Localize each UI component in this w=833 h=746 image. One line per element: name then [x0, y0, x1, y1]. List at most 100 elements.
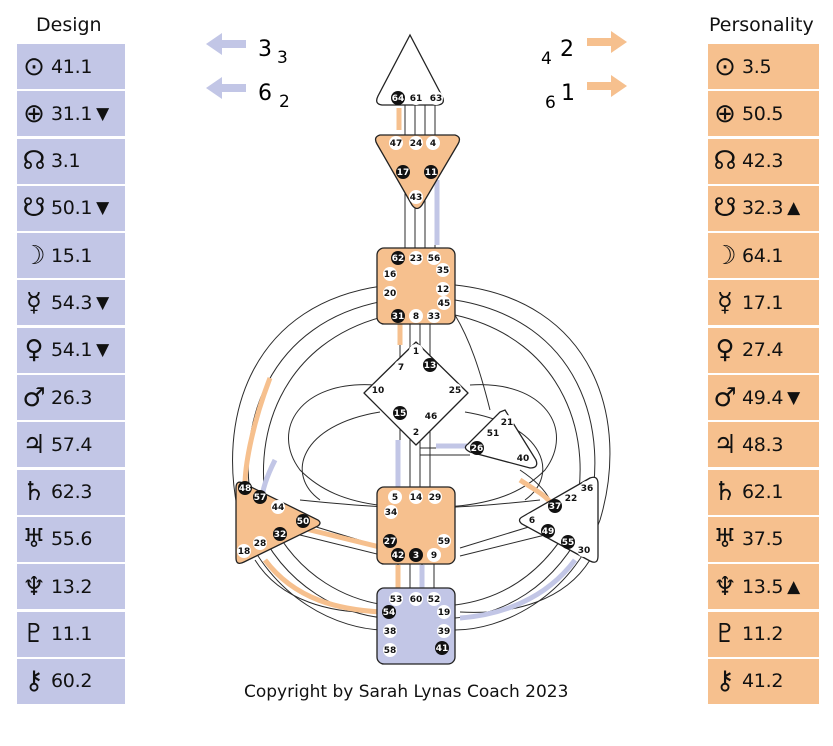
sacral-center	[376, 486, 456, 565]
gate-number: 43	[410, 193, 423, 203]
gate-number: 53	[390, 595, 403, 605]
variable-arrows: 3 3 6 2 4 2 6 1	[206, 31, 627, 113]
mercury-icon: ☿	[717, 287, 733, 318]
gate-marker	[389, 136, 403, 150]
gate-number: 19	[438, 608, 451, 618]
gate-number: 46	[425, 412, 438, 422]
down-arrow-icon: ▼	[787, 387, 801, 408]
gate-marker	[428, 490, 442, 504]
saturn-icon: ♄	[22, 477, 46, 508]
gate-number: 50	[297, 517, 310, 527]
earth-icon: ⊕	[23, 98, 45, 129]
gate-marker	[541, 524, 555, 538]
activation-row: ⊙41.1	[17, 44, 125, 89]
root-center	[376, 587, 456, 665]
gate-number: 33	[428, 312, 441, 322]
variable-left-bottom-big: 6	[258, 81, 272, 106]
pluto-icon: ♇	[713, 619, 737, 650]
gate-number: 2	[413, 428, 419, 438]
gate-marker	[238, 481, 252, 495]
gate-marker	[409, 548, 423, 562]
gate-number: 13	[424, 361, 437, 371]
activation-row: ⊕50.5	[708, 91, 819, 137]
gate-number: 34	[385, 508, 398, 518]
activation-value: 55.6	[51, 528, 93, 551]
chiron-icon: ⚷	[715, 666, 735, 697]
activation-row: ⚷41.2	[708, 658, 819, 704]
gate-marker	[391, 309, 405, 323]
left-arrow-icon	[206, 33, 246, 55]
gate-marker	[409, 592, 423, 606]
design-activations-panel: ⊙41.1⊕31.1▼☊3.1☋50.1▼☽15.1☿54.3▼♀54.1▼♂2…	[17, 44, 125, 706]
gate-marker	[470, 441, 484, 455]
gate-number: 14	[410, 493, 423, 503]
activation-value: 11.2	[742, 623, 784, 646]
activation-value: 41.1	[51, 55, 93, 78]
personality-title: Personality	[709, 14, 814, 36]
activation-row: ☽15.1	[17, 233, 125, 279]
gate-marker	[273, 527, 287, 541]
uranus-icon: ♅	[22, 524, 46, 555]
throat-center	[376, 247, 456, 325]
mars-icon: ♂	[22, 382, 46, 413]
venus-icon: ♀	[715, 335, 735, 366]
gate-number: 36	[581, 484, 594, 494]
gate-marker	[424, 409, 438, 423]
gate-number: 61	[410, 94, 423, 104]
gate-number: 37	[549, 502, 562, 512]
gate-number: 17	[397, 168, 410, 178]
jupiter-icon: ♃	[22, 429, 46, 460]
gate-number: 40	[517, 454, 530, 464]
gate-marker	[429, 91, 443, 105]
gate-number: 42	[392, 551, 405, 561]
gate-number: 21	[501, 418, 514, 428]
mars-icon: ♂	[713, 382, 737, 413]
activation-row: ♃57.4	[17, 422, 125, 468]
ajna-center	[374, 134, 461, 210]
activation-row: ☿54.3▼	[17, 280, 125, 326]
activation-value: 64.1	[742, 244, 784, 267]
activated-channel-segments	[242, 108, 577, 621]
gate-marker	[564, 491, 578, 505]
activation-value: 13.5	[742, 575, 784, 598]
south-node-icon: ☋	[22, 193, 46, 224]
up-arrow-icon: ▲	[787, 576, 801, 597]
gate-number: 5	[392, 493, 398, 503]
gate-number: 60	[410, 595, 423, 605]
gate-marker	[393, 406, 407, 420]
variable-right-top-big: 2	[560, 37, 574, 62]
gate-number: 9	[431, 551, 437, 561]
design-title: Design	[36, 14, 102, 36]
activation-row: ♆13.5▲	[708, 564, 819, 610]
gate-number: 32	[274, 530, 287, 540]
activation-value: 60.2	[51, 670, 93, 693]
activation-row: ♄62.1	[708, 469, 819, 515]
gate-number: 64	[392, 94, 405, 104]
gate-marker	[500, 415, 514, 429]
activation-value: 54.1	[51, 339, 93, 362]
gate-number: 55	[562, 538, 575, 548]
activation-row: ☋50.1▼	[17, 185, 125, 231]
gate-number: 52	[428, 595, 441, 605]
north-node-icon: ☊	[713, 146, 737, 177]
moon-icon: ☽	[713, 240, 737, 271]
gate-number: 58	[384, 646, 397, 656]
activation-row: ♄62.3	[17, 469, 125, 515]
gate-number: 4	[430, 139, 436, 149]
activation-value: 42.3	[742, 150, 784, 173]
gate-marker	[436, 282, 450, 296]
variable-right-bottom-small: 6	[545, 93, 556, 113]
activation-row: ♅55.6	[17, 516, 125, 562]
gate-marker	[237, 544, 251, 558]
gate-marker	[391, 251, 405, 265]
variable-left-top-big: 3	[258, 37, 272, 62]
gate-marker	[427, 548, 441, 562]
gate-marker	[409, 251, 423, 265]
activation-value: 3.1	[51, 150, 81, 173]
gate-marker	[424, 165, 438, 179]
pluto-icon: ♇	[22, 619, 46, 650]
right-arrow-icon	[587, 75, 627, 97]
activation-value: 62.3	[51, 481, 93, 504]
